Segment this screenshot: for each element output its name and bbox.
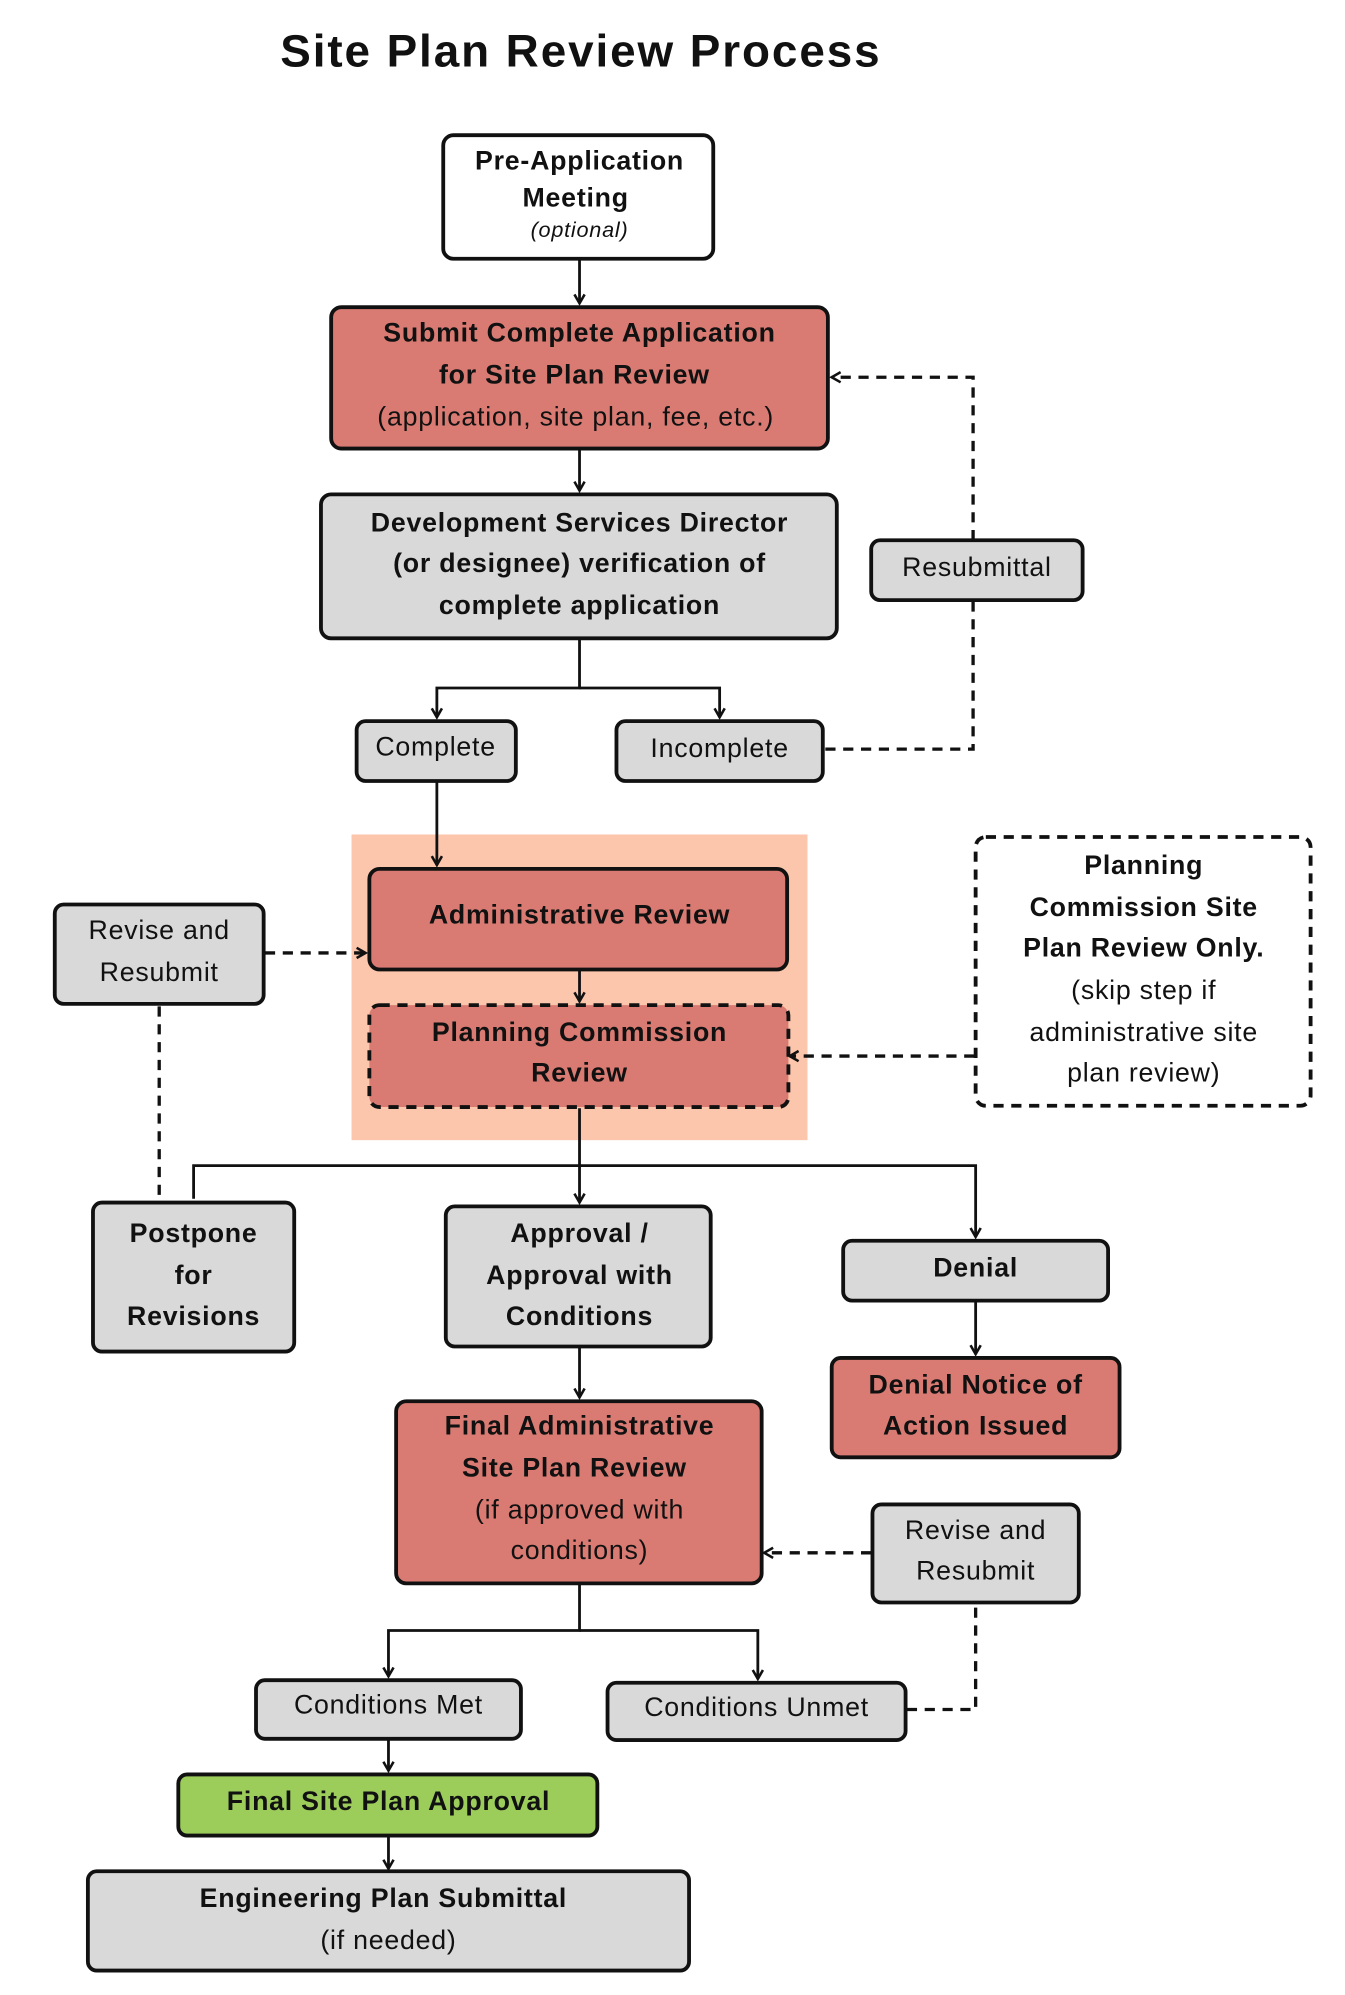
svg-text:for: for	[175, 1260, 213, 1290]
svg-text:Conditions Unmet: Conditions Unmet	[644, 1692, 869, 1722]
svg-text:Final Administrative: Final Administrative	[445, 1410, 715, 1440]
svg-text:for Site Plan Review: for Site Plan Review	[439, 360, 710, 390]
node-director-verification: Development Services Director (or design…	[319, 492, 839, 641]
node-denial: Denial	[841, 1238, 1111, 1303]
svg-text:administrative site: administrative site	[1030, 1017, 1258, 1047]
svg-text:complete application: complete application	[439, 590, 720, 620]
node-incomplete: Incomplete	[614, 719, 825, 783]
node-resubmittal: Resubmittal	[869, 538, 1085, 603]
node-administrative-review: Administrative Review	[367, 866, 790, 972]
node-planning-commission-review: Planning Commission Review	[367, 1003, 791, 1109]
node-final-administrative-review: Final Administrative Site Plan Review (i…	[394, 1399, 764, 1586]
node-revise-resubmit-right: Revise and Resubmit	[870, 1502, 1081, 1605]
svg-text:(optional): (optional)	[531, 217, 629, 242]
svg-text:Revise and: Revise and	[89, 915, 230, 945]
node-revise-resubmit-left: Revise and Resubmit	[52, 902, 266, 1006]
svg-text:(or designee) verification of: (or designee) verification of	[393, 548, 766, 578]
svg-text:Review: Review	[531, 1058, 628, 1088]
svg-text:Planning: Planning	[1084, 850, 1203, 880]
node-submit-application: Submit Complete Application for Site Pla…	[329, 305, 830, 451]
svg-text:Resubmit: Resubmit	[916, 1556, 1035, 1586]
svg-text:Denial Notice of: Denial Notice of	[869, 1370, 1083, 1400]
svg-text:Revise and: Revise and	[905, 1515, 1046, 1545]
svg-text:Submit Complete Application: Submit Complete Application	[383, 318, 775, 348]
svg-text:(if needed): (if needed)	[320, 1925, 456, 1955]
svg-text:plan review): plan review)	[1067, 1058, 1220, 1088]
svg-text:Conditions: Conditions	[506, 1301, 653, 1331]
svg-text:Resubmittal: Resubmittal	[902, 552, 1052, 582]
svg-text:Engineering Plan Submittal: Engineering Plan Submittal	[200, 1883, 567, 1913]
page-title: Site Plan Review Process	[280, 24, 881, 76]
svg-text:Planning Commission: Planning Commission	[432, 1017, 727, 1047]
svg-text:Incomplete: Incomplete	[650, 733, 788, 763]
node-conditions-met: Conditions Met	[254, 1678, 523, 1741]
svg-text:Resubmit: Resubmit	[100, 957, 219, 987]
svg-text:Plan Review Only.: Plan Review Only.	[1023, 933, 1264, 963]
svg-text:Final Site Plan Approval: Final Site Plan Approval	[227, 1786, 550, 1816]
svg-text:conditions): conditions)	[511, 1535, 649, 1565]
svg-text:Conditions Met: Conditions Met	[294, 1689, 483, 1719]
node-engineering-plan-submittal: Engineering Plan Submittal (if needed)	[85, 1869, 691, 1973]
svg-text:(if approved with: (if approved with	[475, 1494, 684, 1524]
connectors	[157, 260, 975, 1869]
svg-text:(application, site plan, fee,: (application, site plan, fee, etc.)	[377, 402, 774, 432]
svg-text:Site Plan Review: Site Plan Review	[462, 1452, 687, 1482]
svg-text:Revisions: Revisions	[127, 1301, 260, 1331]
svg-text:Postpone: Postpone	[130, 1218, 258, 1248]
svg-text:Denial: Denial	[933, 1252, 1018, 1282]
svg-text:Complete: Complete	[375, 732, 496, 762]
node-approval: Approval / Approval with Conditions	[443, 1204, 713, 1349]
svg-text:Commission Site: Commission Site	[1030, 892, 1258, 922]
svg-text:Approval /: Approval /	[510, 1218, 648, 1248]
node-planning-commission-only-note: Planning Commission Site Plan Review Onl…	[973, 835, 1313, 1108]
svg-text:Pre-Application: Pre-Application	[475, 146, 684, 176]
node-complete: Complete	[354, 719, 518, 783]
svg-text:Meeting: Meeting	[523, 183, 629, 213]
svg-text:Administrative Review: Administrative Review	[429, 900, 730, 930]
node-postpone-for-revisions: Postpone for Revisions	[91, 1200, 297, 1354]
svg-text:Development Services Director: Development Services Director	[371, 507, 788, 537]
svg-text:(skip step if: (skip step if	[1071, 975, 1216, 1005]
node-final-site-plan-approval: Final Site Plan Approval	[176, 1772, 600, 1838]
svg-text:Action Issued: Action Issued	[883, 1410, 1068, 1440]
node-conditions-unmet: Conditions Unmet	[605, 1680, 908, 1742]
svg-text:Approval with: Approval with	[486, 1260, 673, 1290]
node-pre-application-meeting: Pre-Application Meeting (optional)	[441, 133, 716, 261]
node-denial-notice: Denial Notice of Action Issued	[829, 1356, 1122, 1460]
